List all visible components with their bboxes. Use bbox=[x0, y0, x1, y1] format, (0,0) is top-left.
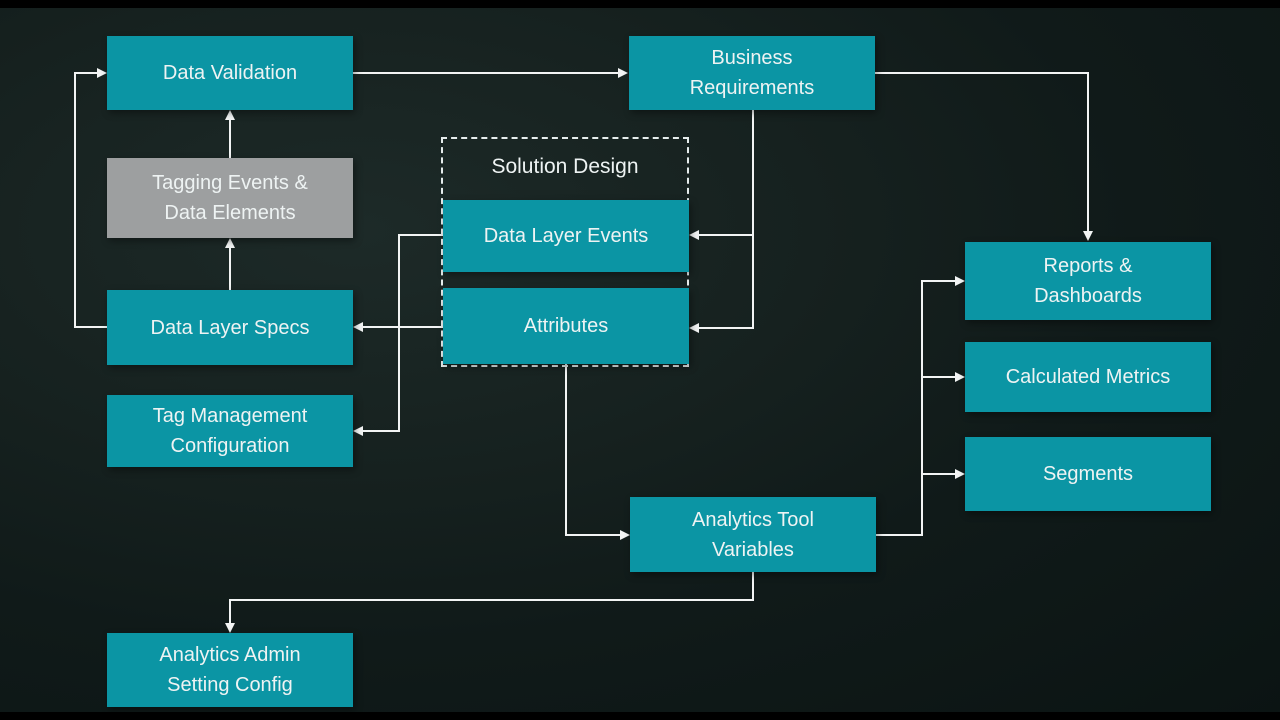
letterbox-bottom bbox=[0, 712, 1280, 720]
solution-design-group-label: Solution Design bbox=[491, 155, 639, 178]
node-label: Calculated Metrics bbox=[1005, 366, 1171, 388]
node-analytics-admin-setting-config: Analytics Admin Setting Config bbox=[107, 633, 353, 707]
edge-requirements-to-reports bbox=[875, 72, 1093, 241]
node-label: Tag Management Configuration bbox=[152, 405, 308, 457]
node-label: Business Requirements bbox=[689, 47, 815, 99]
edge-analytics-tool-to-admin-config bbox=[225, 572, 754, 633]
node-data-layer-events: Data Layer Events bbox=[443, 200, 689, 272]
node-tag-management-configuration: Tag Management Configuration bbox=[107, 395, 353, 467]
node-data-layer-specs: Data Layer Specs bbox=[107, 290, 353, 365]
edge-data-layer-events-to-tag-management bbox=[353, 234, 443, 436]
edge-attributes-to-analytics-tool bbox=[565, 364, 630, 540]
node-label: Segments bbox=[1042, 463, 1134, 485]
node-calculated-metrics: Calculated Metrics bbox=[965, 342, 1211, 412]
edge-analytics-tool-to-reports bbox=[876, 276, 965, 536]
node-label: Attributes bbox=[523, 315, 609, 337]
node-tagging-events-data-elements: Tagging Events & Data Elements bbox=[107, 158, 353, 238]
node-reports-dashboards: Reports & Dashboards bbox=[965, 242, 1211, 320]
node-segments: Segments bbox=[965, 437, 1211, 511]
node-label: Data Layer Specs bbox=[150, 316, 310, 339]
node-business-requirements: Business Requirements bbox=[629, 36, 875, 110]
node-label: Analytics Admin Setting Config bbox=[159, 644, 301, 696]
node-attributes: Attributes bbox=[443, 288, 689, 364]
node-label: Reports & Dashboards bbox=[1034, 255, 1142, 307]
edge-requirements-to-data-layer-events bbox=[689, 110, 754, 240]
node-label: Tagging Events & Data Elements bbox=[152, 172, 308, 224]
node-analytics-tool-variables: Analytics Tool Variables bbox=[630, 497, 876, 572]
node-label: Data Layer Events bbox=[483, 225, 649, 247]
edge-requirements-to-attributes bbox=[689, 235, 754, 333]
letterbox-top bbox=[0, 0, 1280, 8]
node-data-validation: Data Validation bbox=[107, 36, 353, 110]
node-label: Analytics Tool Variables bbox=[692, 508, 814, 561]
edge-specs-to-validation bbox=[74, 68, 107, 328]
node-label: Data Validation bbox=[162, 62, 298, 84]
